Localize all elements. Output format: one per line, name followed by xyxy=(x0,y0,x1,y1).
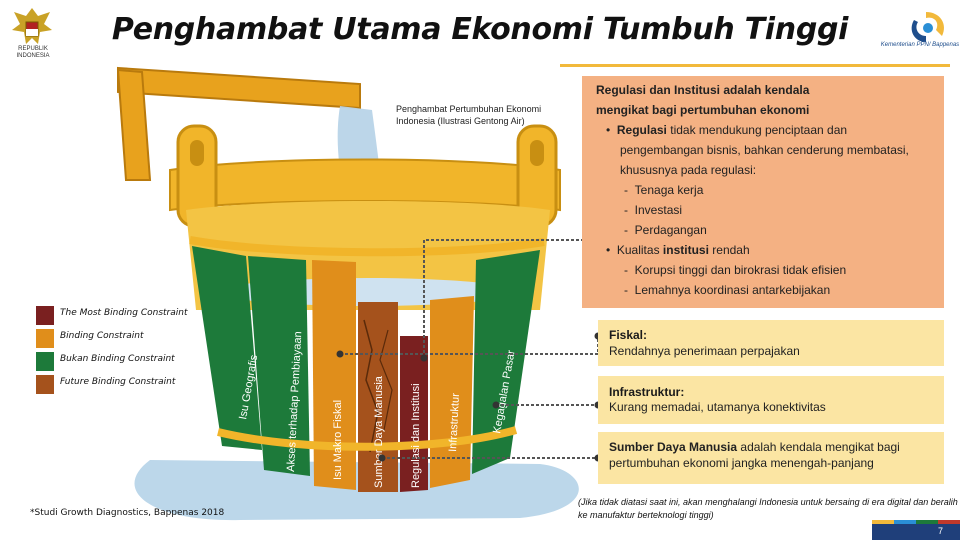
institusi-bullet: • Kualitas institusi rendah xyxy=(606,240,750,260)
sdm-info-box: Sumber Daya Manusia adalah kendala mengi… xyxy=(598,432,944,484)
legend-item-future-binding: Future Binding Constraint xyxy=(36,375,226,398)
legend: The Most Binding Constraint Binding Cons… xyxy=(36,306,226,398)
sdm-heading: Sumber Daya Manusia xyxy=(609,440,737,454)
regulasi-text: tidak mendukung penciptaan dan xyxy=(670,123,847,137)
fiskal-info-box: Fiskal: Rendahnya penerimaan perpajakan xyxy=(598,320,944,366)
legend-swatch xyxy=(36,306,54,325)
regulasi-item: - Tenaga kerja xyxy=(624,180,703,200)
water-barrel-illustration: Isu Geografis Akses terhadap Pembiayaan … xyxy=(0,60,600,530)
regulasi-item: - Investasi xyxy=(624,200,682,220)
legend-item-binding: Binding Constraint xyxy=(36,329,226,352)
stave-label-isu-makro-fiskal: Isu Makro Fiskal xyxy=(332,400,344,480)
regulasi-bold: Regulasi xyxy=(617,123,667,137)
regulasi-text-3: khususnya pada regulasi: xyxy=(620,160,756,180)
footer-bar xyxy=(872,520,960,540)
illustration-caption: Penghambat Pertumbuhan Ekonomi Indonesia… xyxy=(396,103,564,127)
legend-swatch xyxy=(36,352,54,371)
regulasi-heading-1: Regulasi dan Institusi adalah kendala xyxy=(596,80,809,100)
agency-logo-text: Kementerian PPN/ Bappenas xyxy=(880,42,960,49)
emblem-caption: REPUBLIK INDONESIA xyxy=(4,46,62,60)
legend-swatch xyxy=(36,375,54,394)
legend-label: Future Binding Constraint xyxy=(60,377,175,387)
page-number: 7 xyxy=(938,526,943,536)
page-title: Penghambat Utama Ekonomi Tumbuh Tinggi xyxy=(80,12,880,47)
sdm-body-2: pertumbuhan ekonomi jangka menengah-panj… xyxy=(609,456,874,471)
regulasi-info-box: Regulasi dan Institusi adalah kendala me… xyxy=(582,76,944,308)
bullet-glyph: • xyxy=(606,123,610,137)
legend-label: Binding Constraint xyxy=(60,331,144,341)
legend-label: Bukan Binding Constraint xyxy=(60,354,175,364)
infra-heading: Infrastruktur: xyxy=(609,385,684,400)
regulasi-item: - Perdagangan xyxy=(624,220,707,240)
regulasi-text-2: pengembangan bisnis, bahkan cenderung me… xyxy=(620,140,909,160)
sdm-body-1: adalah kendala mengikat bagi xyxy=(740,440,899,454)
regulasi-bullet-1: • Regulasi tidak mendukung penciptaan da… xyxy=(606,120,847,140)
stave-label-regulasi: Regulasi dan Institusi xyxy=(410,383,422,488)
bappenas-logo-icon xyxy=(896,6,956,64)
regulasi-heading-2: mengikat bagi pertumbuhan ekonomi xyxy=(596,100,809,120)
legend-label: The Most Binding Constraint xyxy=(60,308,187,318)
legend-item-most-binding: The Most Binding Constraint xyxy=(36,306,226,329)
institusi-item: - Lemahnya koordinasi antarkebijakan xyxy=(624,280,830,300)
infra-body: Kurang memadai, utamanya konektivitas xyxy=(609,400,826,415)
source-note: *Studi Growth Diagnostics, Bappenas 2018 xyxy=(30,508,224,518)
title-underline xyxy=(560,64,950,67)
barrel-handle xyxy=(118,68,360,108)
infrastruktur-info-box: Infrastruktur: Kurang memadai, utamanya … xyxy=(598,376,944,424)
institusi-item: - Korupsi tinggi dan birokrasi tidak efi… xyxy=(624,260,846,280)
stave-infrastruktur xyxy=(430,296,474,488)
stave-label-sdm: Sumber Daya Manusia xyxy=(373,375,385,488)
warning-note: (Jika tidak diatasi saat ini, akan mengh… xyxy=(578,496,958,522)
legend-swatch xyxy=(36,329,54,348)
fiskal-body: Rendahnya penerimaan perpajakan xyxy=(609,344,800,359)
fiskal-heading: Fiskal: xyxy=(609,328,647,343)
sdm-line-1: Sumber Daya Manusia adalah kendala mengi… xyxy=(609,440,900,455)
legend-item-not-binding: Bukan Binding Constraint xyxy=(36,352,226,375)
